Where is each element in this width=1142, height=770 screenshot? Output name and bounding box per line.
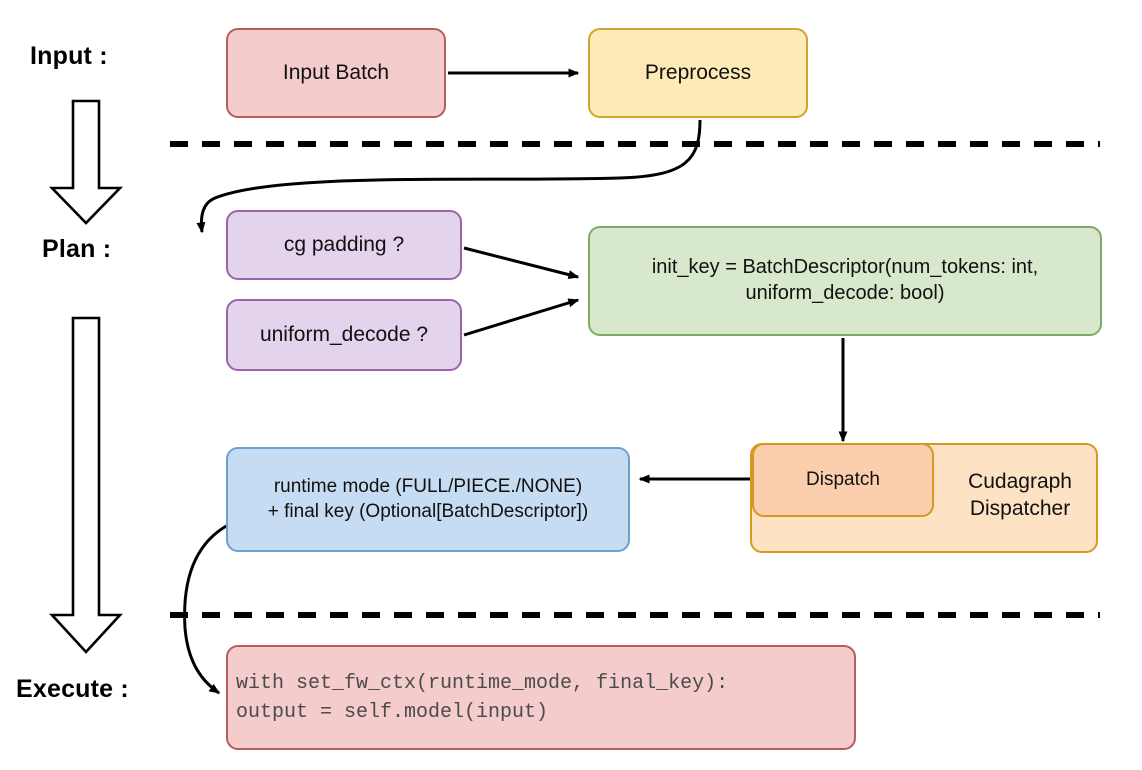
node-runtime-mode-label: runtime mode (FULL/PIECE./NONE) + final … xyxy=(267,476,589,522)
node-input-batch[interactable]: Input Batch xyxy=(226,28,446,118)
runtime-mode-to-exec-code-arrow xyxy=(183,523,229,695)
node-exec-code-label: with set_fw_ctx(runtime_mode, final_key)… xyxy=(236,671,729,724)
node-init-key[interactable]: init_key = BatchDescriptor(num_tokens: i… xyxy=(588,226,1102,336)
node-exec-code[interactable]: with set_fw_ctx(runtime_mode, final_key)… xyxy=(226,645,856,750)
node-uniform-decode-label: uniform_decode ? xyxy=(259,322,429,346)
plan-to-execute-block-arrow xyxy=(49,316,123,654)
node-dispatch[interactable]: Dispatch xyxy=(752,443,934,517)
stage-label-execute: Execute : xyxy=(16,675,129,703)
node-preprocess-label: Preprocess xyxy=(644,60,752,84)
node-cg-padding[interactable]: cg padding ? xyxy=(226,210,462,280)
stage-label-input: Input : xyxy=(30,42,108,70)
node-cg-padding-label: cg padding ? xyxy=(283,232,405,256)
cg-padding-to-init-key-arrow xyxy=(463,246,580,279)
node-preprocess[interactable]: Preprocess xyxy=(588,28,808,118)
node-cudagraph-dispatcher-label: Cudagraph Dispatcher xyxy=(968,470,1072,520)
node-uniform-decode[interactable]: uniform_decode ? xyxy=(226,299,462,371)
input-to-plan-block-arrow xyxy=(48,99,124,225)
uniform-decode-to-init-key-arrow xyxy=(463,298,580,337)
node-runtime-mode[interactable]: runtime mode (FULL/PIECE./NONE) + final … xyxy=(226,447,630,552)
node-init-key-label: init_key = BatchDescriptor(num_tokens: i… xyxy=(651,256,1039,304)
node-dispatch-label: Dispatch xyxy=(806,468,880,490)
stage-label-plan: Plan : xyxy=(42,235,112,263)
node-input-batch-label: Input Batch xyxy=(282,60,390,84)
